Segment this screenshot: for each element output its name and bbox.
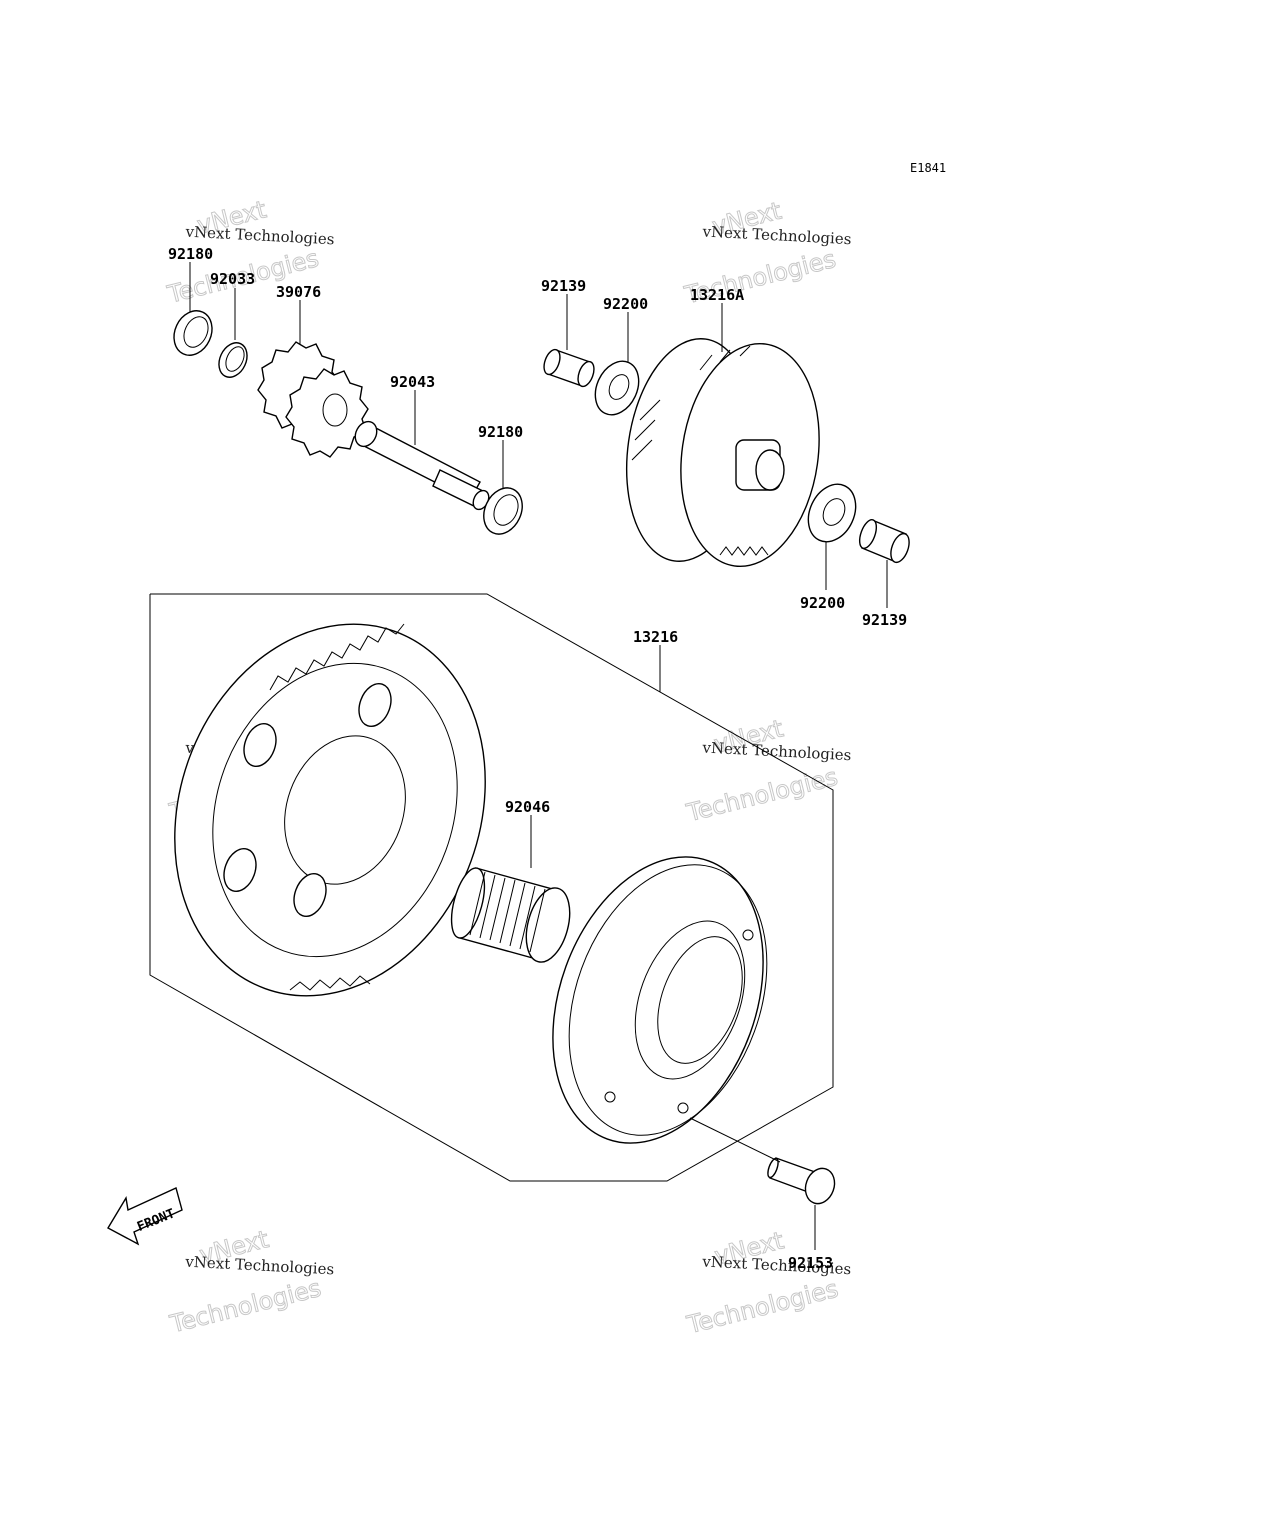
svg-text:Technologies: Technologies bbox=[167, 1274, 324, 1339]
watermark-bottom-left: vNext Technologies bbox=[166, 1225, 324, 1339]
part-label-92033[interactable]: 92033 bbox=[210, 270, 255, 288]
diagram-code: E1841 bbox=[910, 161, 946, 175]
washer-92180-right bbox=[483, 487, 523, 535]
part-label-92043[interactable]: 92043 bbox=[390, 373, 435, 391]
watermark-mid-right: vNext Technologies bbox=[683, 714, 841, 828]
part-label-92180[interactable]: 92180 bbox=[168, 245, 213, 263]
front-direction-arrow: FRONT bbox=[107, 1187, 183, 1246]
circlip-92033 bbox=[218, 342, 248, 378]
part-label-92200[interactable]: 92200 bbox=[603, 295, 648, 313]
watermark-text: vNext Technologies bbox=[701, 222, 852, 248]
washer-92200-bottom bbox=[807, 483, 857, 543]
needle-bearing-92046 bbox=[450, 867, 571, 963]
watermark-text: vNext Technologies bbox=[184, 1253, 335, 1279]
shaft-92043 bbox=[354, 420, 490, 511]
svg-text:Technologies: Technologies bbox=[683, 763, 840, 828]
part-label-92139[interactable]: 92139 bbox=[862, 611, 907, 629]
starter-idler-gear-13216A bbox=[625, 338, 820, 568]
part-label-92139[interactable]: 92139 bbox=[541, 277, 586, 295]
bushing-92139-bottom bbox=[858, 519, 910, 564]
bushing-92139-top bbox=[543, 348, 595, 388]
part-label-39076[interactable]: 39076 bbox=[276, 283, 321, 301]
washer-92200-top bbox=[594, 360, 640, 416]
svg-text:Technologies: Technologies bbox=[684, 1275, 841, 1340]
part-label-92200[interactable]: 92200 bbox=[800, 594, 845, 612]
washer-92180-left bbox=[173, 310, 213, 356]
watermark-text: vNext Technologies bbox=[701, 738, 852, 764]
one-way-clutch bbox=[552, 856, 768, 1144]
part-label-92153[interactable]: 92153 bbox=[788, 1254, 833, 1272]
part-label-92046[interactable]: 92046 bbox=[505, 798, 550, 816]
starter-clutch-gear bbox=[174, 623, 486, 997]
part-label-13216[interactable]: 13216 bbox=[633, 628, 678, 646]
part-label-92180[interactable]: 92180 bbox=[478, 423, 523, 441]
assembly-frame-13216 bbox=[149, 593, 834, 1182]
bolt-92153 bbox=[767, 1157, 836, 1205]
idler-gear-39076 bbox=[257, 341, 369, 458]
part-label-13216A[interactable]: 13216A bbox=[690, 286, 744, 304]
